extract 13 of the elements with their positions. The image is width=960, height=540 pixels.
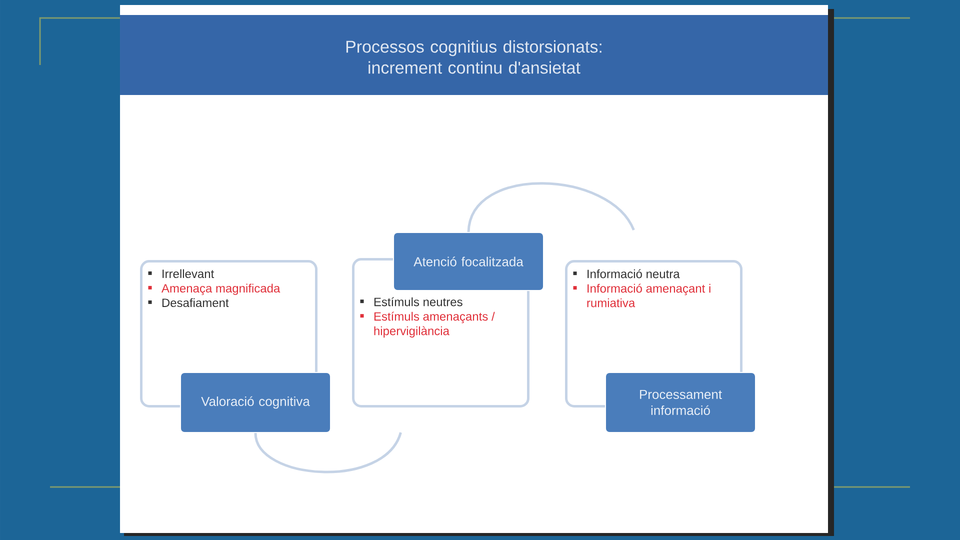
curved-connector (254, 432, 402, 474)
bullet-text: Amenaça magnificada (148, 284, 280, 295)
label-box: Valoració cognitiva (180, 372, 331, 433)
bullet-text: Informació amenaçant i rumiativa (573, 284, 710, 308)
label-box: Atenció focalitzada (393, 232, 544, 291)
label-box: Processament informació (605, 372, 756, 433)
curved-connector (467, 182, 635, 232)
title: Processos cognitius distorsionats: increment continu d'ansietat (346, 40, 602, 74)
bullet-text: Informació neutra (573, 269, 680, 278)
bullet-text: Irrellevant (148, 269, 214, 278)
bullet-text: Estímuls amenaçants / hipervigilància (360, 312, 495, 338)
bullet-text: Estímuls neutres (360, 297, 462, 306)
bullet-text: Desafiament (148, 298, 229, 308)
